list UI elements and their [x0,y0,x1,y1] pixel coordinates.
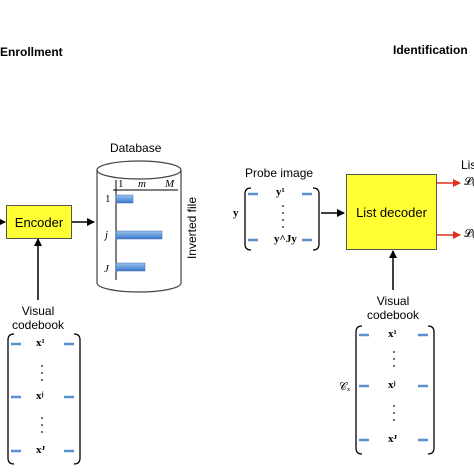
codebook-right-entry-J: xᴶ [388,433,398,445]
probe-vdots [282,205,284,228]
database-bar-row-j [115,230,163,240]
codebook-right-dashes [359,333,428,442]
probe-entry-top: y¹ [276,186,285,198]
database-row-1: 1 [105,193,111,205]
codebook-right-var: 𝒞ₓ [339,381,351,393]
codebook-left-bracket-l [7,333,15,465]
encoder-label: Encoder [14,214,64,230]
probe-bracket-l [244,187,252,251]
database-row-J: J [104,263,109,275]
database-title: Database [110,141,162,155]
probe-entry-bottom: y^Jy [274,233,297,245]
probe-dashes [248,192,312,242]
database-row-j: j [105,229,109,241]
codebook-left-bracket-r [73,333,81,465]
output-list-label: Lis [461,158,474,172]
codebook-left-vdots [41,365,43,433]
inverted-file-label: Inverted file [185,196,199,260]
codebook-right-entry-j: xʲ [388,379,396,391]
probe-image-title: Probe image [245,166,314,180]
visual-codebook-right-label: Visual codebook [366,294,420,322]
list-decoder-box: List decoder [346,174,437,250]
database-bar-row-1 [115,194,134,204]
database-cylinder [96,160,182,293]
output-bottom: 𝓛( [464,228,474,240]
database-bar-row-J [115,262,146,272]
codebook-left-entry-1: x¹ [36,337,45,349]
codebook-right-bracket-r [427,325,435,455]
codebook-right-bracket-l [355,325,363,455]
output-top: 𝓛( [464,176,474,188]
codebook-right-vdots [393,351,395,421]
database-col-1: 1 [118,178,124,190]
visual-codebook-left-label: Visual codebook [11,304,65,332]
codebook-left-entry-j: xʲ [36,390,44,402]
encoder-box: Encoder [6,205,72,239]
codebook-left-dashes [11,342,74,453]
probe-bracket-r [312,187,320,251]
codebook-left-entry-J: xᴶ [36,444,46,456]
codebook-right-entry-1: x¹ [388,328,397,340]
database-col-M: M [165,178,175,190]
enrollment-header: Enrollment [0,45,63,59]
identification-header: Identification [393,43,468,57]
database-col-m: m [138,178,146,190]
probe-var: y [233,207,239,219]
list-decoder-label: List decoder [356,204,427,220]
